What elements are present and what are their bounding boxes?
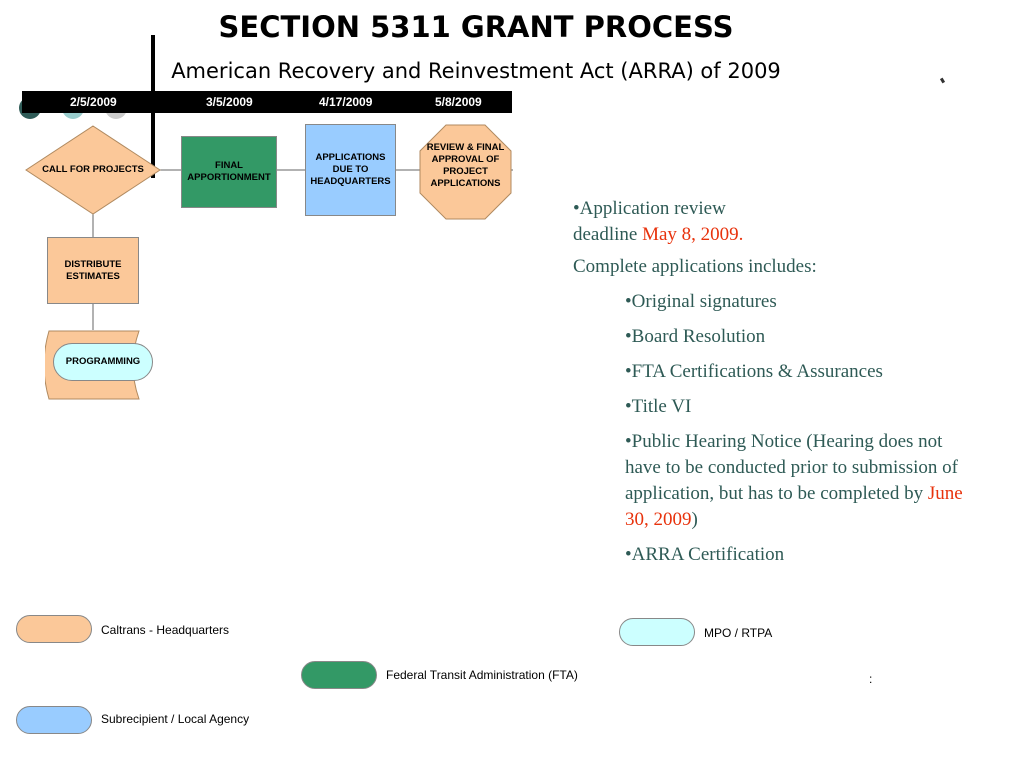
- deadline-line: •Application review deadline May 8, 2009…: [573, 198, 744, 245]
- legend-mpo-swatch: [619, 618, 695, 646]
- review-approval-octagon: [419, 124, 512, 220]
- timeline-date-3: 4/17/2009: [319, 95, 373, 109]
- requirement-item: •Title VI: [625, 396, 692, 417]
- vertical-divider: [151, 35, 155, 178]
- includes-heading: Complete applications includes:: [573, 256, 817, 277]
- requirement-item: •FTA Certifications & Assurances: [625, 361, 883, 382]
- requirement-item: •ARRA Certification: [625, 544, 785, 565]
- applications-due-label: APPLICATIONS DUE TO HEADQUARTERS: [310, 152, 391, 187]
- timeline-bar: [22, 91, 512, 113]
- legend-fta-label: Federal Transit Administration (FTA): [386, 668, 578, 682]
- legend-caltrans-label: Caltrans - Headquarters: [101, 623, 230, 637]
- requirement-item: •Board Resolution: [625, 326, 766, 347]
- application-requirements: •Application review deadline May 8, 2009…: [573, 196, 983, 568]
- distribute-estimates-box: DISTRIBUTE ESTIMATES: [47, 237, 139, 304]
- final-apportionment-label: FINAL APPORTIONMENT: [187, 160, 271, 183]
- page-subtitle: American Recovery and Reinvestment Act (…: [171, 59, 781, 83]
- legend-subrecipient-swatch: [16, 706, 92, 734]
- legend-mpo-label: MPO / RTPA: [704, 626, 773, 640]
- programming-pill: PROGRAMMING: [53, 343, 153, 381]
- deadline-date: May 8, 2009.: [642, 224, 744, 245]
- legend-fta-swatch: [301, 661, 377, 689]
- divider-tick: [152, 173, 155, 177]
- legend-caltrans-swatch: [16, 615, 92, 643]
- timeline-date-1: 2/5/2009: [70, 95, 117, 109]
- page-title: SECTION 5311 GRANT PROCESS: [218, 10, 734, 44]
- programming-label: PROGRAMMING: [65, 356, 141, 367]
- public-hearing-item: •Public Hearing Notice (Hearing does not…: [625, 431, 963, 530]
- final-apportionment-box: FINAL APPORTIONMENT: [181, 136, 277, 208]
- applications-due-box: APPLICATIONS DUE TO HEADQUARTERS: [305, 124, 396, 216]
- timeline-date-2: 3/5/2009: [206, 95, 253, 109]
- flow-connectors: [92, 169, 513, 330]
- review-approval-label: REVIEW & FINAL APPROVAL OF PROJECT APPLI…: [426, 142, 505, 189]
- legend-subrecipient-label: Subrecipient / Local Agency: [101, 712, 250, 726]
- requirement-item: •Original signatures: [625, 291, 777, 312]
- timeline-date-4: 5/8/2009: [435, 95, 482, 109]
- call-for-projects-diamond: [25, 125, 161, 215]
- stray-colon: :: [869, 672, 873, 686]
- hearing-date: June 30, 2009: [625, 483, 963, 530]
- distribute-estimates-label: DISTRIBUTE ESTIMATES: [64, 258, 122, 282]
- call-for-projects-label: CALL FOR PROJECTS: [42, 164, 144, 175]
